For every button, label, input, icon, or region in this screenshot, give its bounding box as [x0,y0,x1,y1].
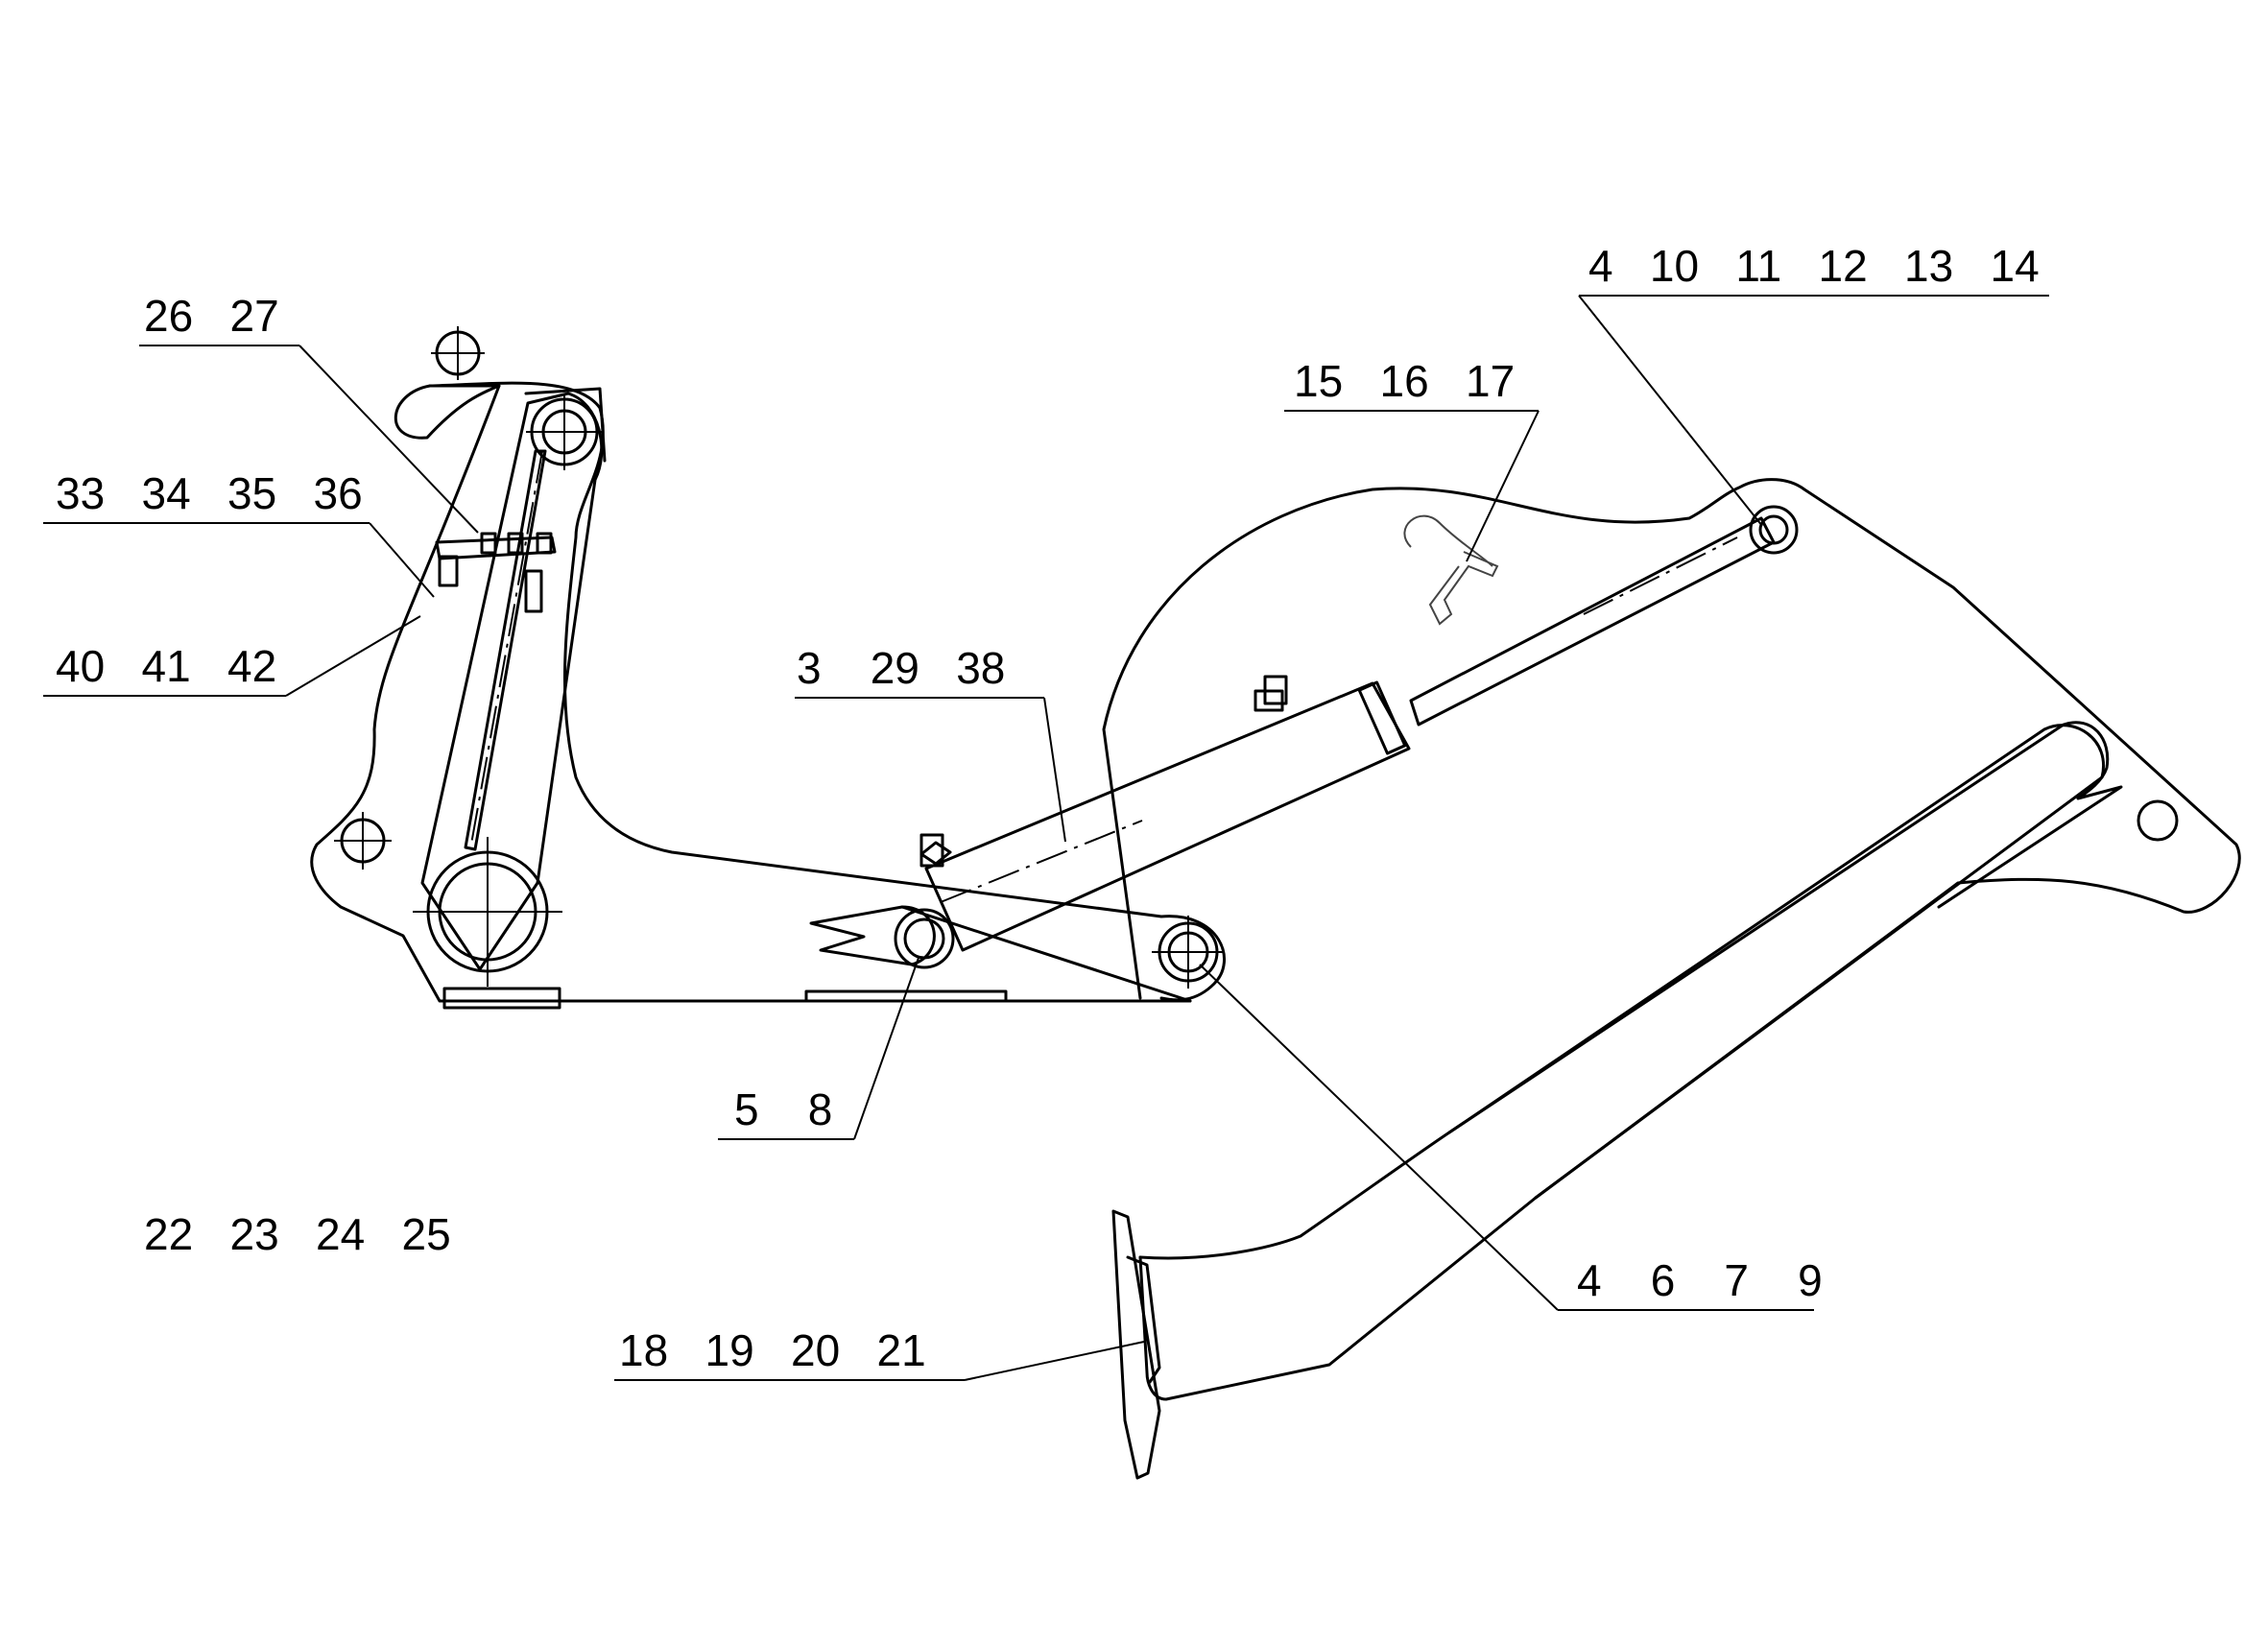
lower-link [809,905,1225,1003]
callout-15-17: 15 16 17 [1294,356,1515,406]
callout-4-10-14: 4 10 11 12 13 14 [1588,241,2040,291]
callout-5-8: 5 8 [734,1084,832,1134]
leader-lines [43,295,2049,1381]
callout-33-36: 33 34 35 36 [56,468,363,518]
boom-arm [1102,478,2241,1401]
callout-18-21: 18 19 20 21 [619,1325,926,1375]
hydraulic-cylinder [919,505,1799,952]
callout-26-27: 26 27 [144,291,279,341]
callout-40-42: 40 41 42 [56,641,276,691]
callout-3-29-38: 3 29 38 [797,643,1005,693]
mounting-bracket [310,326,1226,1010]
callout-labels: 26 27 33 34 35 36 40 41 42 15 16 17 4 10… [56,241,2040,1375]
callout-22-25: 22 23 24 25 [144,1209,451,1259]
callout-4-6-7-9: 4 6 7 9 [1577,1255,1823,1305]
cutting-edge [1111,1209,1161,1480]
